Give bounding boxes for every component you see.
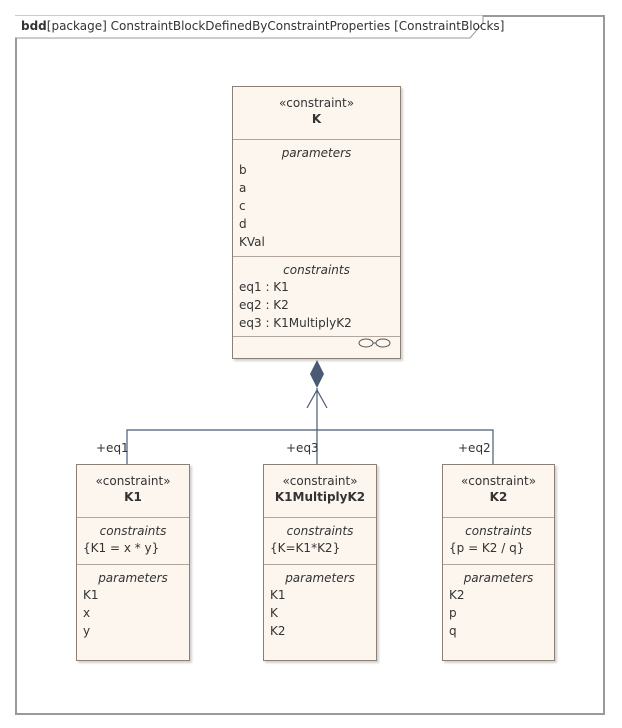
block-k2-constraints: constraints {p = K2 / q} xyxy=(443,518,554,565)
parameters-title: parameters xyxy=(285,571,355,585)
constraints-title: constraints xyxy=(283,263,350,277)
constraints-title: constraints xyxy=(465,524,532,538)
block-k1multiplyk2-parameters: parameters K1 K K2 xyxy=(264,565,376,644)
block-k1-constraints: constraints {K1 = x * y} xyxy=(77,518,189,565)
block-k-constraints: constraints eq1 : K1 eq2 : K2 eq3 : K1Mu… xyxy=(233,257,400,337)
parameter-item: d xyxy=(239,217,247,231)
role-label-eq1: +eq1 xyxy=(96,441,129,455)
parameter-item: y xyxy=(83,624,91,638)
constraint-item: {p = K2 / q} xyxy=(449,541,525,555)
block-k1multiplyk2-header: «constraint» K1MultiplyK2 xyxy=(264,465,376,518)
block-k-parameters: parameters b a c d KVal xyxy=(233,140,400,257)
constraint-item: eq1 : K1 xyxy=(239,280,289,294)
navigability-arrow xyxy=(306,388,328,409)
block-k2[interactable]: «constraint» K2 constraints {p = K2 / q}… xyxy=(442,464,555,661)
parameter-item: q xyxy=(449,624,457,638)
constraint-item: eq2 : K2 xyxy=(239,298,289,312)
block-k2-parameters: parameters K2 p q xyxy=(443,565,554,644)
constraint-item: {K=K1*K2} xyxy=(270,541,341,555)
frame-tab-shape xyxy=(15,15,484,39)
role-label-eq2: +eq2 xyxy=(458,441,491,455)
frame-title: bdd[package] ConstraintBlockDefinedByCon… xyxy=(21,19,504,33)
block-k-stereotype: «constraint» xyxy=(278,96,355,110)
frame-title-text: [package] ConstraintBlockDefinedByConstr… xyxy=(46,19,505,33)
frame-kind: bdd xyxy=(21,19,47,33)
parameter-item: p xyxy=(449,606,457,620)
connector-eq1-eq2[interactable] xyxy=(126,429,494,464)
parameter-item: c xyxy=(239,199,246,213)
constraint-item: {K1 = x * y} xyxy=(83,541,160,555)
block-k2-header: «constraint» K2 xyxy=(443,465,554,518)
parameter-item: x xyxy=(83,606,91,620)
block-k1multiplyk2-name: K1MultiplyK2 xyxy=(274,490,366,504)
block-k1multiplyk2-constraints: constraints {K=K1*K2} xyxy=(264,518,376,565)
parameter-item: K2 xyxy=(270,624,286,638)
parameter-item: K2 xyxy=(449,588,465,602)
block-k1-parameters: parameters K1 x y xyxy=(77,565,189,644)
block-k1-name: K1 xyxy=(124,490,142,504)
block-k1-stereotype: «constraint» xyxy=(95,474,171,488)
constraints-title: constraints xyxy=(99,524,167,538)
parameter-item: K xyxy=(270,606,278,620)
block-k[interactable]: «constraint» K parameters b a c d KVal c… xyxy=(232,86,401,359)
constraints-title: constraints xyxy=(286,524,354,538)
composition-diamond xyxy=(310,360,324,388)
link-icon xyxy=(358,338,391,348)
block-k2-stereotype: «constraint» xyxy=(460,474,537,488)
parameter-item: K1 xyxy=(270,588,286,602)
parameters-title: parameters xyxy=(281,146,352,160)
block-k2-name: K2 xyxy=(489,490,508,504)
role-label-eq3: +eq3 xyxy=(286,441,319,455)
parameter-item: K1 xyxy=(83,588,99,602)
block-k1[interactable]: «constraint» K1 constraints {K1 = x * y}… xyxy=(76,464,190,661)
block-k-header: «constraint» K xyxy=(233,87,400,140)
parameter-item: b xyxy=(239,163,247,177)
block-k1-header: «constraint» K1 xyxy=(77,465,189,518)
parameter-item: a xyxy=(239,181,247,195)
block-k1multiplyk2[interactable]: «constraint» K1MultiplyK2 constraints {K… xyxy=(263,464,377,661)
parameters-title: parameters xyxy=(463,571,534,585)
constraint-item: eq3 : K1MultiplyK2 xyxy=(239,316,352,330)
block-k-name: K xyxy=(311,112,322,126)
parameter-item: KVal xyxy=(239,235,265,249)
block-k1multiplyk2-stereotype: «constraint» xyxy=(282,474,358,488)
parameters-title: parameters xyxy=(98,571,168,585)
